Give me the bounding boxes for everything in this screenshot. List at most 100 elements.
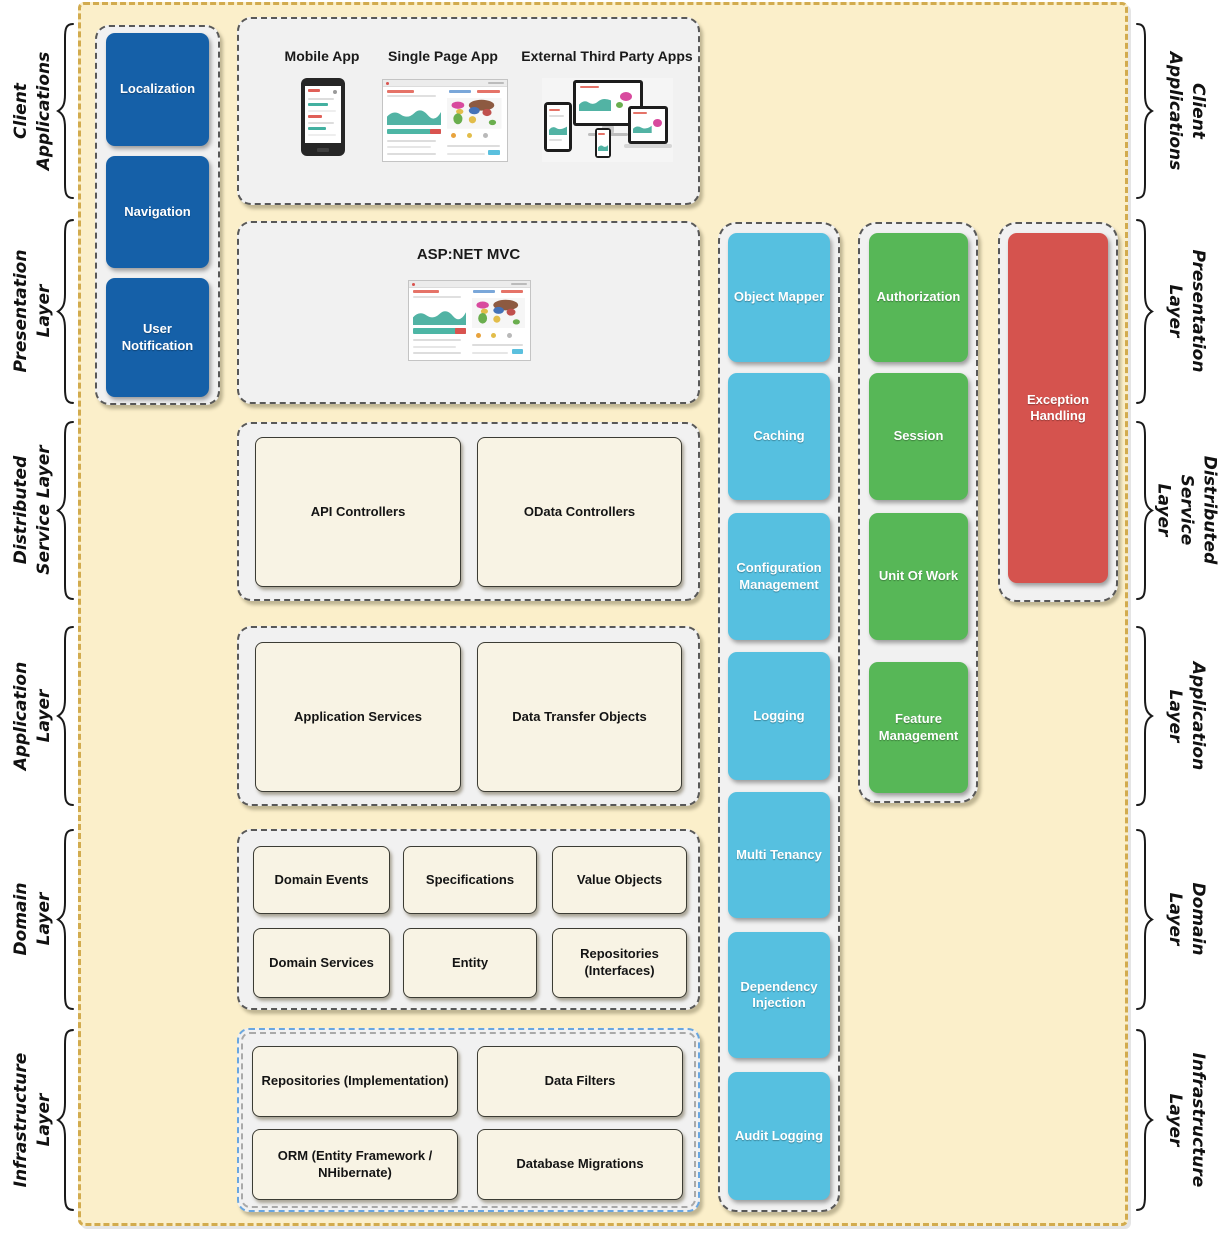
phone-home-button: [317, 148, 329, 152]
dash-strip: [477, 89, 500, 93]
dash-strip: [412, 290, 440, 294]
layer-label-right-infrastructure-layer: Infrastructure Layer: [1165, 1052, 1208, 1188]
mobile-app-image: [301, 78, 345, 156]
single-page-app-image: [382, 79, 508, 162]
caption-external-third-party-apps: External Third Party Apps: [521, 48, 693, 64]
phone-screen: [305, 86, 341, 143]
screen-strip: [579, 86, 600, 89]
brace-right-application-layer: [1136, 626, 1154, 806]
box-specifications: Specifications: [403, 846, 537, 914]
map-dot: [507, 333, 512, 339]
map-dot: [491, 333, 497, 339]
layer-label-right-client-applications: Client Applications: [1165, 51, 1208, 171]
box-authorization: Authorization: [869, 233, 968, 362]
brace-right-distributed-service-layer: [1136, 421, 1154, 600]
map-dot: [483, 133, 489, 139]
browser-dot: [386, 82, 389, 85]
laptop-frame: [628, 106, 668, 144]
dash-row: [412, 352, 462, 355]
browser-dot: [412, 283, 415, 286]
box-configuration-management: Configuration Management: [728, 513, 830, 640]
box-localization: Localization: [106, 33, 209, 146]
world-map: [447, 97, 503, 129]
world-map: [471, 298, 526, 329]
screen-strip: [597, 133, 606, 136]
screen-chart: [633, 125, 652, 133]
box-repositories-interfaces: Repositories (Interfaces): [552, 928, 687, 998]
brace-left-presentation-layer: [56, 219, 74, 404]
box-database-migrations: Database Migrations: [477, 1129, 683, 1200]
layer-label-left-presentation-layer: Presentation Layer: [11, 249, 54, 373]
box-application-services: Application Services: [255, 642, 461, 792]
browser-line: [488, 82, 504, 84]
box-navigation: Navigation: [106, 156, 209, 268]
layer-label-left-infrastructure-layer: Infrastructure Layer: [11, 1052, 54, 1188]
browser-bar: [383, 80, 507, 88]
screen-dot: [333, 90, 337, 94]
box-user-notification: User Notification: [106, 278, 209, 397]
brace-left-domain-layer: [56, 829, 74, 1010]
brace-right-presentation-layer: [1136, 219, 1154, 404]
box-entity: Entity: [403, 928, 537, 998]
layer-label-right-application-layer: Application Layer: [1165, 661, 1208, 771]
screen-strip: [548, 139, 562, 142]
area-chart: [412, 310, 466, 326]
box-multi-tenancy: Multi Tenancy: [728, 792, 830, 918]
browser-bar: [409, 281, 530, 289]
dash-band: [386, 128, 442, 135]
box-domain-events: Domain Events: [253, 846, 390, 914]
dash-row: [447, 152, 485, 155]
box-data-filters: Data Filters: [477, 1046, 683, 1117]
brace-right-domain-layer: [1136, 829, 1154, 1010]
layer-label-left-application-layer: Application Layer: [11, 661, 54, 771]
screen-line: [308, 110, 336, 112]
dash-chip: [488, 149, 500, 155]
map-dot: [451, 133, 457, 139]
screen-line: [308, 134, 336, 136]
laptop-screen: [631, 109, 665, 141]
screen-line: [308, 115, 322, 118]
brace-right-infrastructure-layer: [1136, 1029, 1154, 1211]
layer-label-right-domain-layer: Domain Layer: [1165, 882, 1208, 956]
screen-line: [308, 127, 326, 130]
dash-strip: [500, 290, 523, 294]
screen-strip: [633, 111, 647, 114]
layer-label-left-domain-layer: Domain Layer: [11, 882, 54, 956]
dash-strip: [448, 89, 472, 93]
box-session: Session: [869, 373, 968, 500]
small-phone-frame: [595, 128, 611, 158]
brace-left-infrastructure-layer: [56, 1029, 74, 1211]
caption-aspnet-mvc: ASP:NET MVC: [416, 246, 521, 263]
box-unit-of-work: Unit Of Work: [869, 513, 968, 640]
screen-map-blob: [653, 118, 663, 127]
dash-row: [412, 339, 462, 342]
aspnet-mvc-image: [408, 280, 531, 361]
box-audit-logging: Audit Logging: [728, 1072, 830, 1200]
box-exception-handling: Exception Handling: [1008, 233, 1108, 583]
tablet-screen: [547, 105, 569, 149]
dash-row: [386, 146, 432, 149]
box-domain-services: Domain Services: [253, 928, 390, 998]
screen-map-blob: [620, 91, 633, 101]
layer-label-right-presentation-layer: Presentation Layer: [1165, 249, 1208, 373]
box-object-mapper: Object Mapper: [728, 233, 830, 362]
small-phone-screen: [597, 130, 609, 156]
layer-label-right-distributed-service-layer: Distributed Service Layer: [1153, 455, 1220, 565]
screen-strip: [548, 108, 560, 111]
dash-row: [447, 144, 500, 147]
box-api-controllers: API Controllers: [255, 437, 461, 587]
box-data-transfer-objects: Data Transfer Objects: [477, 642, 682, 792]
screen-map-blob: [616, 102, 624, 109]
layer-label-left-distributed-service-layer: Distributed Service Layer: [11, 445, 54, 575]
dash-row: [386, 152, 437, 155]
box-feature-management: Feature Management: [869, 662, 968, 793]
screen-strip: [548, 114, 565, 117]
brace-left-application-layer: [56, 626, 74, 806]
browser-line: [511, 283, 527, 285]
brace-left-client-applications: [56, 22, 74, 200]
tablet-frame: [544, 102, 572, 152]
dash-row: [471, 352, 509, 355]
dash-chip: [511, 348, 523, 354]
map-dot: [475, 333, 481, 339]
